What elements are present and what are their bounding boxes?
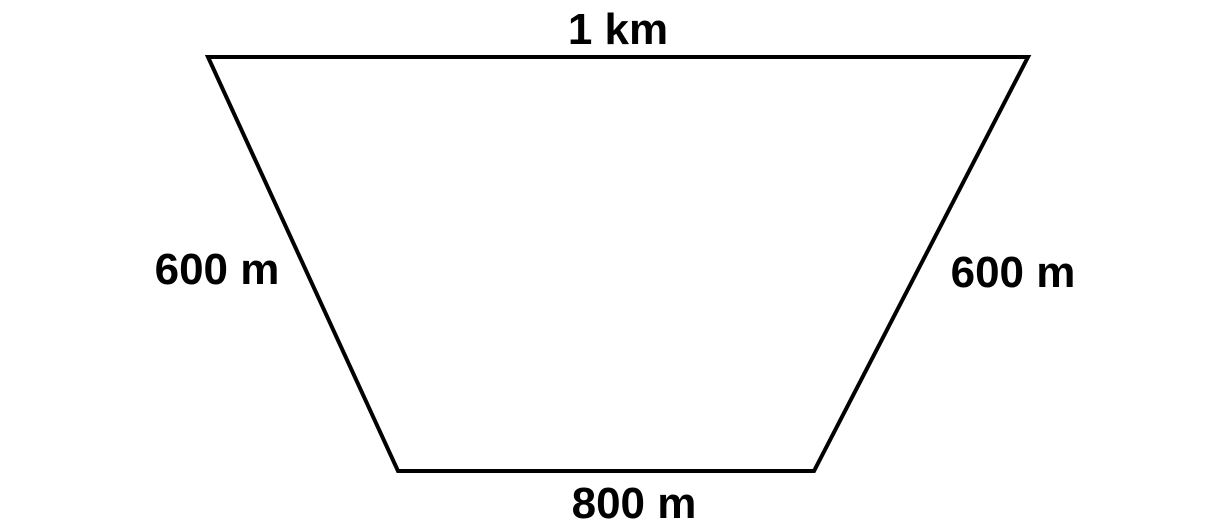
right-side-label: 600 m [951,248,1076,297]
bottom-side-label: 800 m [572,479,697,528]
top-side-label: 1 km [568,5,668,54]
trapezoid-shape [204,55,1032,473]
left-side-label: 600 m [155,245,280,294]
